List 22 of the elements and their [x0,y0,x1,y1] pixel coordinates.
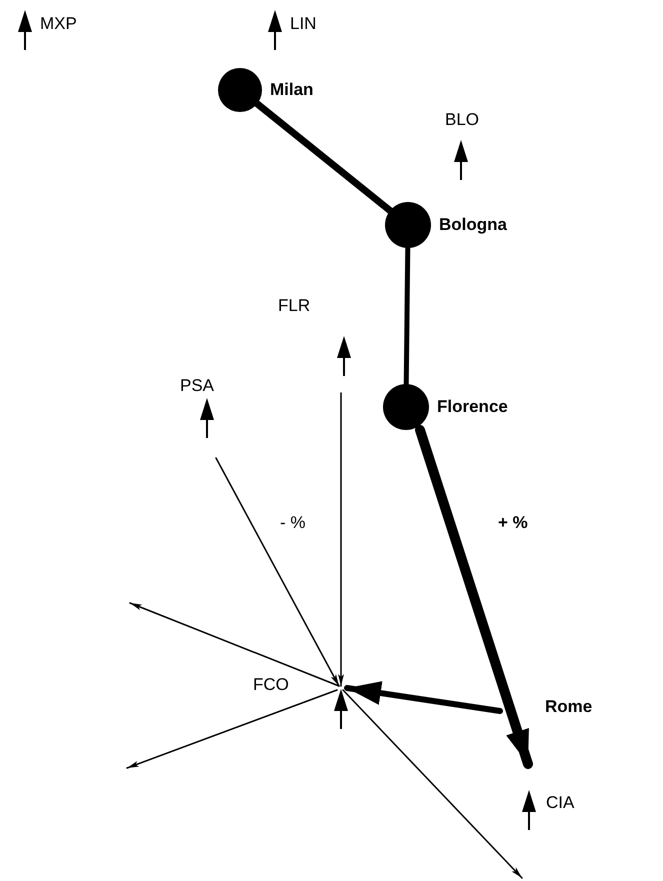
airport-code: CIA [546,793,574,813]
arrow [338,392,344,687]
route-line [404,246,410,386]
percent-label: + % [498,513,528,533]
percent-label: - % [280,513,306,533]
airport-code: FLR [278,296,310,316]
arrow [215,457,340,687]
airport-code: FCO [253,675,289,695]
city-label: Milan [270,80,314,100]
airport-code: PSA [180,376,214,396]
arrow [129,602,340,687]
airport-code: BLO [445,110,480,130]
arrow [415,425,533,769]
arrow [342,689,523,879]
city-label: Florence [437,397,508,417]
route-line [254,100,394,214]
airport-code: LIN [290,14,316,34]
airport-code: MXP [40,14,77,34]
city-label: Rome [545,697,592,717]
arrow [344,681,503,714]
arrow [126,689,338,769]
city-label: Bologna [439,215,507,235]
